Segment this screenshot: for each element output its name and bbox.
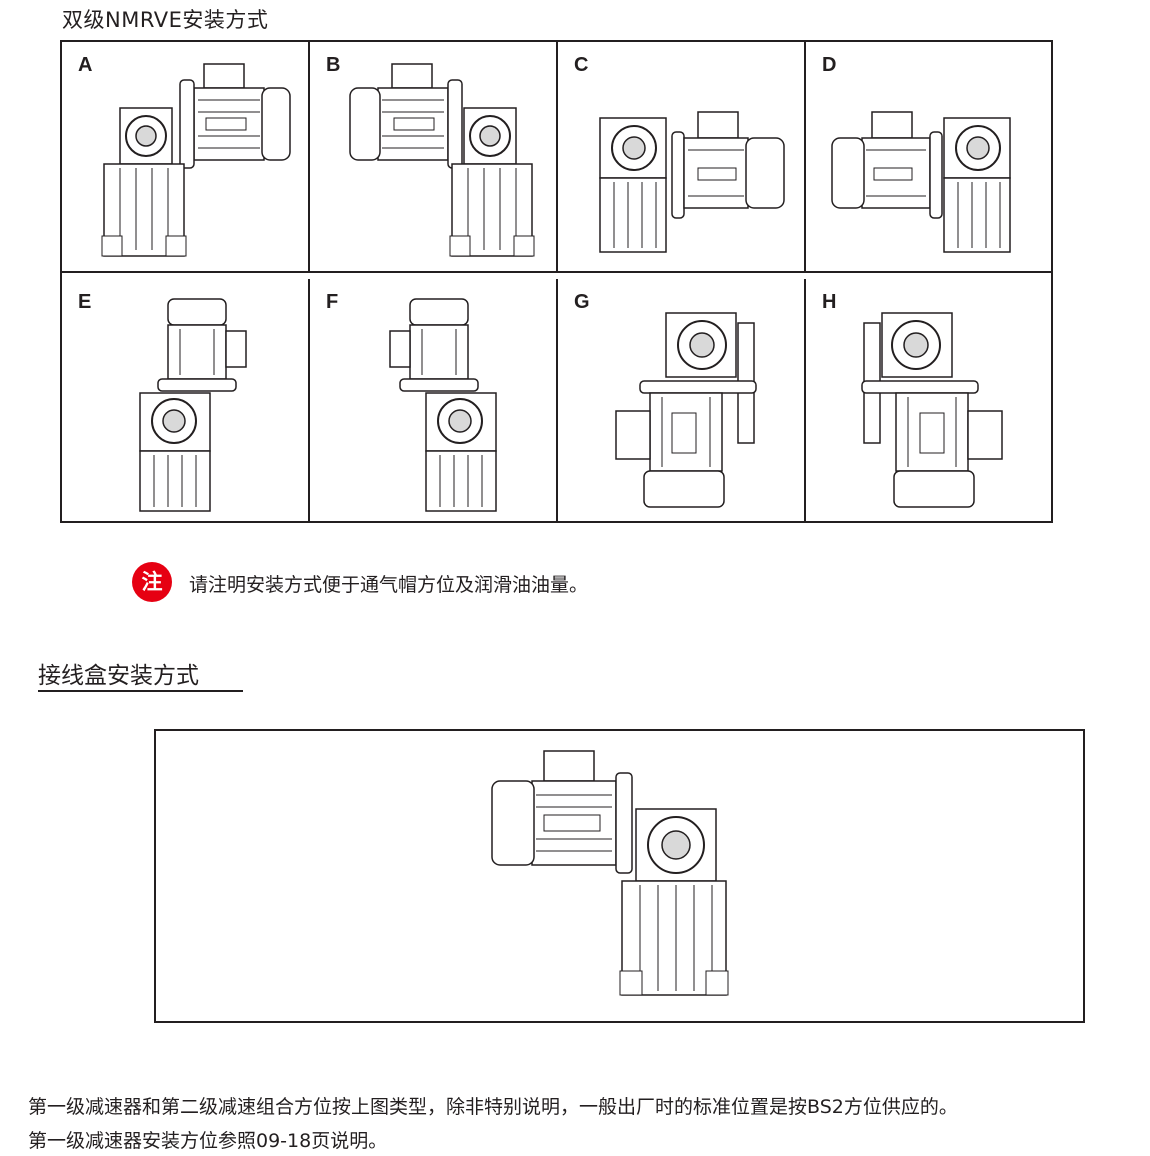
position-cell-b: B [310,42,558,273]
junction-box-title: 接线盒安装方式 [38,663,199,689]
position-label: F [326,291,339,313]
footer-line-2: 第一级减速器安装方位参照09-18页说明。 [28,1130,388,1152]
position-cell-d: D [806,42,1053,273]
position-cell-a: A [62,42,310,273]
gearmotor-drawing [599,111,785,253]
note-text: 请注明安装方式便于通气帽方位及润滑油油量。 [189,574,589,596]
position-label: B [326,54,341,76]
position-label: C [574,54,589,76]
position-label: E [78,291,92,313]
gearmotor-drawing [831,111,1011,253]
gearmotor-drawing [389,298,497,512]
position-label: H [822,291,837,313]
position-label: D [822,54,837,76]
position-cell-c: C [558,42,806,273]
gearmotor-drawing [491,750,729,996]
position-cell-h: H [806,279,1053,521]
note-badge: 注 [132,562,172,602]
page-title: 双级NMRVE安装方式 [62,8,269,32]
gearmotor-drawing [861,312,1003,508]
position-label: G [574,291,590,313]
position-cell-f: F [310,279,558,521]
gearmotor-drawing [349,63,535,257]
position-cell-g: G [558,279,806,521]
gearmotor-drawing [615,312,757,508]
junction-box-figure [154,729,1085,1023]
section-underline [38,690,243,692]
footer-line-1: 第一级减速器和第二级减速组合方位按上图类型，除非特别说明，一般出厂时的标准位置是… [28,1096,958,1118]
gearmotor-drawing [101,63,291,257]
position-cell-e: E [62,279,310,521]
mounting-positions-grid: A B [60,40,1053,523]
position-label: A [78,54,93,76]
gearmotor-drawing [139,298,247,512]
